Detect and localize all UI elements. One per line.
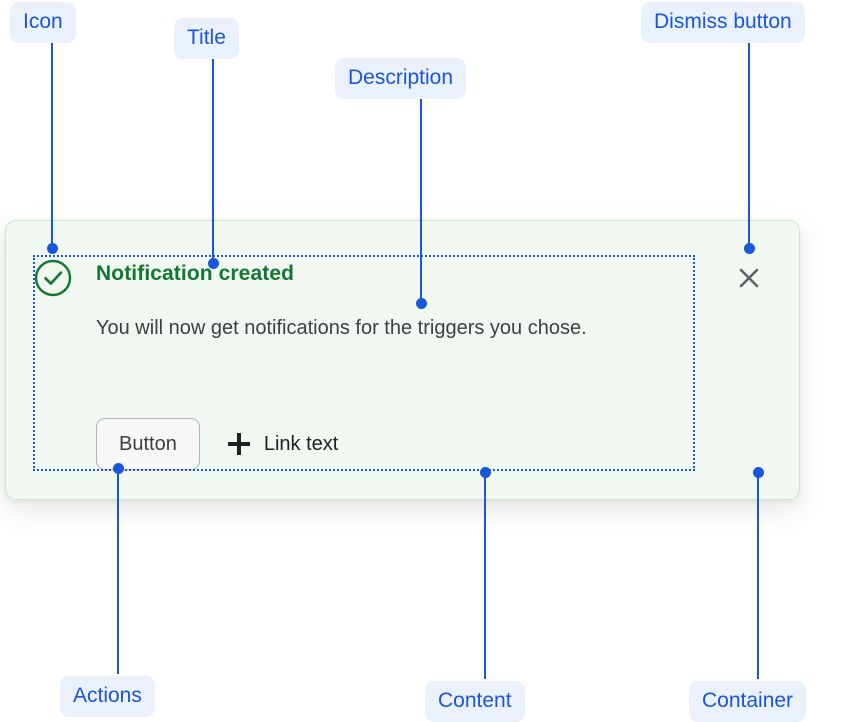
primary-action-button[interactable]: Button <box>96 418 200 470</box>
callout-line-title <box>212 57 214 263</box>
plus-icon <box>227 433 250 455</box>
callout-label-description: Description <box>335 58 467 99</box>
close-icon <box>739 268 759 288</box>
callout-label-dismiss-button: Dismiss button <box>641 2 805 43</box>
check-circle-icon <box>33 258 73 298</box>
callout-dot-icon <box>46 242 58 254</box>
callout-label-container: Container <box>689 681 807 722</box>
add-link-action[interactable]: Link text <box>227 432 339 456</box>
notification-title: Notification created <box>96 262 295 285</box>
dismiss-button[interactable] <box>732 261 766 295</box>
callout-label-icon: Icon <box>10 2 76 43</box>
link-action-label: Link text <box>263 432 339 455</box>
callout-line-icon <box>51 40 53 248</box>
callout-dot-title <box>207 257 219 269</box>
notification-description: You will now get notifications for the t… <box>96 317 587 339</box>
callout-line-actions <box>117 468 119 674</box>
callout-label-title: Title <box>174 18 239 59</box>
callout-dot-dismiss-button <box>743 242 755 254</box>
callout-line-content <box>484 472 486 679</box>
callout-dot-content <box>479 466 491 478</box>
callout-dot-description <box>415 297 427 309</box>
callout-label-actions: Actions <box>60 676 155 717</box>
callout-dot-actions <box>112 462 124 474</box>
callout-label-content: Content <box>425 681 525 722</box>
callout-dot-container <box>752 466 764 478</box>
callout-line-container <box>757 472 759 679</box>
notification-actions: Button Link text <box>96 418 338 470</box>
callout-line-description <box>420 97 422 303</box>
callout-line-dismiss-button <box>748 40 750 248</box>
